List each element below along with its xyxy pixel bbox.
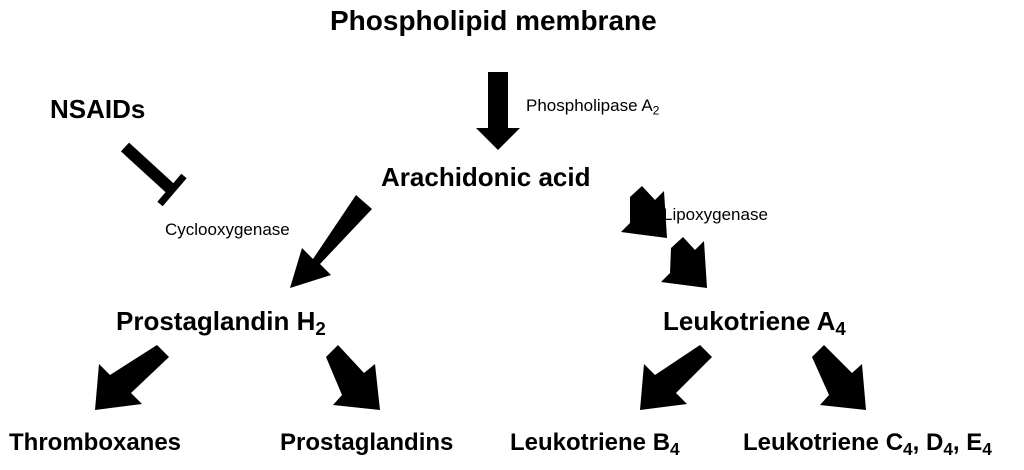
thromboxanes-node: Thromboxanes [9,429,182,456]
prostaglandins-node: Prostaglandins [280,429,454,456]
arrow-membrane-to-arachidonic [476,72,520,150]
arrow-pgh2-to-thromboxanes [95,345,169,410]
arrow-arachidonic-to-pgh2 [290,195,372,288]
phospholipase-label: Phospholipase A2 [526,96,660,118]
leukotriene-a4-node: Leukotriene A4 [663,306,846,340]
arrow-pgh2-to-prostaglandins [326,345,380,410]
nsaids-node: NSAIDs [50,94,146,124]
arachidonic-acid-node: Arachidonic acid [381,162,591,192]
arrow-lta4-to-ltcde [812,345,866,410]
cyclooxygenase-label: Cyclooxygenase [165,220,290,239]
prostaglandin-h2-node: Prostaglandin H2 [116,306,326,340]
arrow-lipoxygenase-to-lta4 [661,237,707,288]
arrow-arachidonic-to-lipoxygenase [621,186,667,238]
lipoxygenase-label: Lipoxygenase [663,205,768,224]
arrow-lta4-to-ltb4 [640,345,712,410]
inhibition-bar-nsaids [157,173,187,207]
inhibition-line-nsaids [120,142,177,195]
leukotriene-b4-node: Leukotriene B4 [510,429,680,459]
phospholipid-membrane-node: Phospholipid membrane [330,5,657,36]
leukotriene-c4-d4-e4-node: Leukotriene C4, D4, E4 [743,429,992,459]
